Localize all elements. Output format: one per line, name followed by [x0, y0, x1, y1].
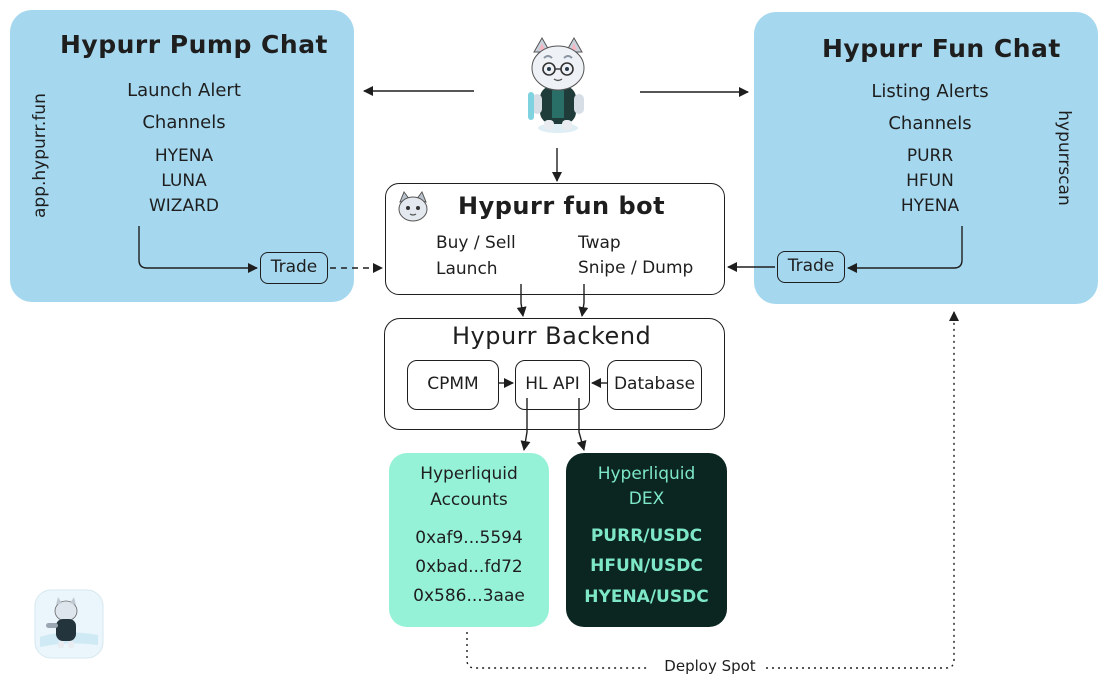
deploy-spot-label: Deploy Spot — [664, 657, 756, 675]
pump-token-item: WIZARD — [148, 196, 219, 216]
accounts-title-line1: Hyperliquid — [420, 464, 518, 484]
fun-trade-button[interactable]: Trade — [777, 251, 845, 283]
cat-mascot-icon — [528, 36, 585, 133]
accounts-title-line2: Accounts — [430, 490, 508, 510]
dex-pair-item: PURR/USDC — [590, 526, 703, 546]
pump-trade-button[interactable]: Trade — [260, 252, 328, 284]
fun-chat-title: Hypurr Fun Chat — [822, 34, 1061, 63]
dex-title-line1: Hyperliquid — [597, 464, 696, 484]
pump-chat-alert-line2: Channels — [142, 112, 226, 133]
account-item: 0xbad...fd72 — [415, 557, 523, 577]
arrow-hlapi-to-accounts — [520, 398, 531, 451]
bot-action-item: Twap — [578, 233, 621, 253]
account-item: 0xaf9...5594 — [415, 528, 523, 548]
backend-module-database: Database — [607, 360, 702, 410]
fun-bot-title: Hypurr fun bot — [458, 192, 666, 220]
account-item: 0x586...3aae — [413, 586, 525, 606]
arrow-pump-to-trade — [138, 226, 258, 273]
backend-module-cpmm: CPMM — [407, 360, 499, 410]
dex-pair-item: HYENA/USDC — [584, 587, 709, 607]
backend-module-hl-api: HL API — [515, 360, 590, 410]
arrow-bot-to-backend-left — [516, 284, 527, 317]
dex-title-line2: DEX — [628, 489, 665, 509]
bot-action-item: Buy / Sell — [436, 233, 516, 253]
cat-face-icon — [398, 190, 428, 222]
backend-title: Hypurr Backend — [452, 322, 652, 350]
dex-panel — [566, 453, 727, 627]
pump-chat-title: Hypurr Pump Chat — [60, 30, 329, 59]
dex-pair-item: HFUN/USDC — [590, 556, 703, 576]
fun-bot-box — [385, 183, 725, 295]
arrow-deploy-spot — [466, 312, 954, 669]
cat-logo-icon — [34, 589, 104, 659]
pump-token-item: HYENA — [154, 146, 214, 166]
backend-box — [384, 318, 725, 430]
fun-chat-panel — [754, 12, 1098, 304]
bot-action-item: Launch — [436, 259, 498, 279]
arrow-hlapi-to-dex — [576, 398, 587, 451]
fun-token-item: PURR — [906, 146, 954, 166]
fun-chat-alert-line1: Listing Alerts — [871, 81, 989, 102]
pump-token-item: LUNA — [161, 171, 207, 191]
arrow-bot-to-backend-right — [578, 284, 589, 317]
fun-token-item: HFUN — [906, 171, 954, 191]
accounts-panel — [389, 453, 549, 627]
fun-token-item: HYENA — [900, 196, 960, 216]
pump-chat-panel — [10, 10, 354, 302]
arrow-fun-to-trade — [847, 226, 963, 273]
fun-chat-alert-line2: Channels — [888, 113, 972, 134]
pump-chat-alert-line1: Launch Alert — [127, 80, 241, 101]
bot-action-item: Snipe / Dump — [578, 258, 694, 278]
